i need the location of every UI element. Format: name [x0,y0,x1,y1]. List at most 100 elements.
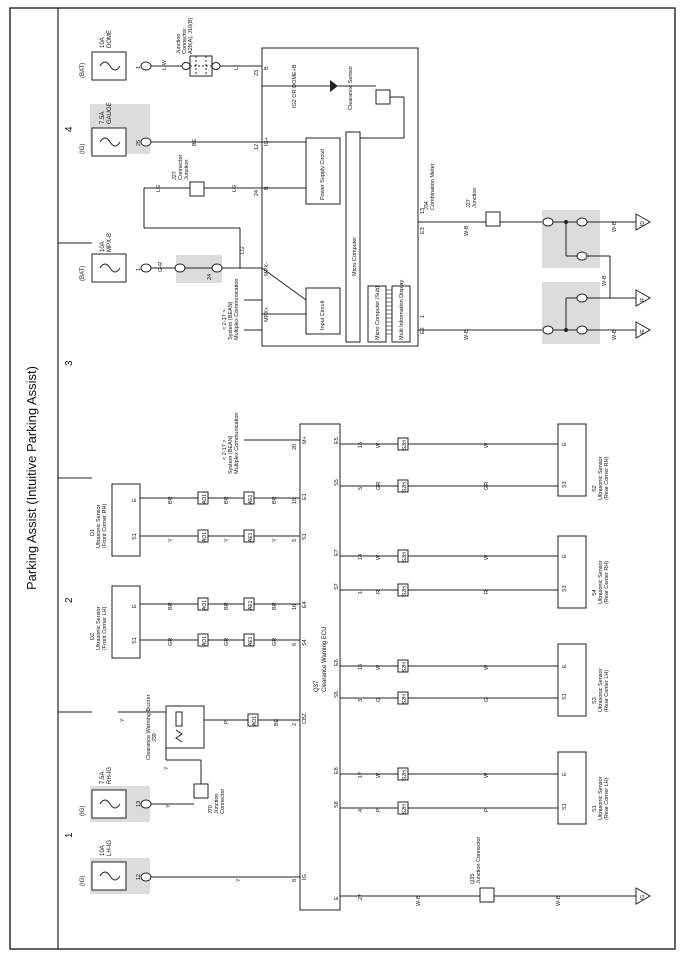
ecu-pin-e8-no: 17 [358,772,364,778]
ecu-pin-e5: E5 [334,437,340,444]
dome-circuit: L-W Junction Connector A28(A), J10(B) L … [151,17,262,77]
wire-p-buz: P [224,720,230,724]
wire-g-s3b: G [484,698,490,702]
wire-y-d1c: Y [272,538,278,542]
wire-w-s3b: W [484,664,490,670]
meter-pin-b2-no: 24 [254,190,260,196]
jc-q35-id: Q35 [470,874,476,884]
sensor-s4-pos: (Rear Center RH) [604,561,610,604]
fuse-name: LH-IG [107,840,113,856]
fuse-mpx-b: (BAT) 10A MPX-B 1 24 G-R [80,233,223,283]
meter-pin-igp-no: 12 [254,144,260,150]
sensor-d1-pos: (Front Corner RH) [102,504,108,548]
jc-j27-line1: Connector [178,154,184,180]
ecu-pin-mplus-no: 20 [292,444,298,450]
jc-dome-label-1: Junction [176,34,182,55]
fuse-lh-ig: (IG) 10A LH-IG 12 [80,840,152,894]
wire-p-s1b: P [484,808,490,812]
fuse-pin-out: 24 [207,274,213,280]
multiplex-ecu-line2: System (BEAN) [228,435,234,474]
wire-w-s3a: W [376,664,382,670]
sensor-s4-name: Ultrasonic Sensor [598,560,604,604]
fuse-name: MPX-B [107,233,113,252]
ecu-pin-s4: S4 [302,639,308,646]
conn-ae1-d2a: AE1 [248,636,254,646]
fuse-pin: 13 [136,801,142,807]
conn-ao1-d1a: AO1 [202,532,208,542]
wire-wb-ecu-a: W-B [416,895,422,906]
conn-s2h-8: S2H [402,440,408,450]
wire-gr-d2c: GR [272,638,278,646]
meter-clearance-sensor: Clearance Sensor [348,66,354,110]
wire-y-buz-b: Y [120,718,126,722]
ecu-id: Q37 [314,680,320,692]
wire-wb-3: W-B [612,221,618,232]
ecu-name: Clearance Warning ECU [322,627,328,692]
wire-y-buz-a: Y [164,766,170,770]
meter-micro-sub: Micro Computer (Sub) [375,286,381,340]
meter-pin-igp: IG+ [264,137,270,146]
wire-wb-2: W-B [464,329,470,340]
wire-wb-4: W-B [602,275,608,286]
ecu-pin-ig-no: 8 [292,879,298,882]
sensor-s1-pos: (Rear Corner LH) [604,777,610,820]
wire-br-d2a: BR [168,602,174,610]
sensor-d1: D1 Ultrasonic Sensor (Front Corner RH) S… [90,483,300,557]
ecu-pin-ig: IG [302,874,308,880]
wire-be: BE [192,138,198,146]
sensor-s2-s: S1 [562,481,568,488]
ecu-pin-cbz: CBZ [302,712,308,724]
wire-r-s4a: R [376,590,382,594]
wire-r-s4b: R [484,590,490,594]
sensor-d1-name: Ultrasonic Sensor [96,504,102,548]
fuse-pin: 12 [136,874,142,880]
multiplex-bean-meter: Multiplex Communication System (BEAN) < … [222,279,262,340]
fuse-rating: 7.5A [100,772,106,784]
buzzer-id: J39 [152,733,158,742]
page-title: Parking Assist (Intuitive Parking Assist… [24,366,39,590]
section-number-3: 3 [64,360,75,366]
fuse-name: RH-IG [107,767,113,784]
conn-ae1-d2b: AE1 [248,600,254,610]
fuse-rh-ig: (IG) 7.5A RH-IG 13 [80,767,152,822]
sensor-s3-pos: (Rear Center LH) [604,670,610,712]
ecu-pin-e5-no: 15 [358,442,364,448]
conn-ao1-d2b: AO1 [202,600,208,610]
ecu-pin-s6: S6 [334,691,340,698]
sensor-s4-e: E [562,554,568,558]
multiplex-line1: Multiplex Communication [234,279,240,340]
conn-ae1-d1b: AE1 [248,494,254,504]
wire-l: L [234,67,240,70]
ecu-pin-s5-no: 5 [358,487,364,490]
gauge-circuit: BE 12 [151,138,262,150]
sensor-d2-name: Ultrasonic Sensor [96,606,102,650]
multiplex-line3: < 2-17 > [222,310,228,331]
wire-y-rh: Y [166,804,172,808]
ground-label-3: IE [640,329,646,334]
ecu-pin-e1-no: 15 [292,498,298,504]
wire-wb-5: W-B [612,329,618,340]
ecu-pin-s8: S8 [334,801,340,808]
ground-label-2: IF [640,298,646,302]
rear-sensor-wiring: 4 17 P W S2H S2H P W S1 E S1 Ultrasonic … [340,423,610,825]
wire-gr-d2a: GR [168,638,174,646]
fuse-supply: (IG) [80,144,86,154]
wire-gr-s2b: GR [484,482,490,490]
sensor-s4-s: S1 [562,585,568,592]
wire-lg-3: LG [240,247,246,254]
fuse-pin: 1 [136,66,142,69]
conn-s2h-7: S2H [402,482,408,492]
fuse-pin: 25 [136,140,142,146]
meter-pin-b-no: 23 [254,70,260,76]
ecu-pin-e8: E8 [334,767,340,774]
wire-br-d1b: BR [224,496,230,504]
sensor-s1-s: S1 [562,803,568,810]
fuse-supply: (IG) [80,876,86,886]
ground-label-1: ID [640,221,646,226]
meter-mid: Multi Information Display [399,280,405,340]
jc-q35-name: Junction Connector [476,836,482,884]
conn-s2h-3: S2H [402,694,408,704]
sensor-s2-name: Ultrasonic Sensor [598,456,604,500]
ecu-pin-s1: S1 [302,533,308,540]
buzzer-name: Clearance Warning Buzzer [146,694,152,760]
